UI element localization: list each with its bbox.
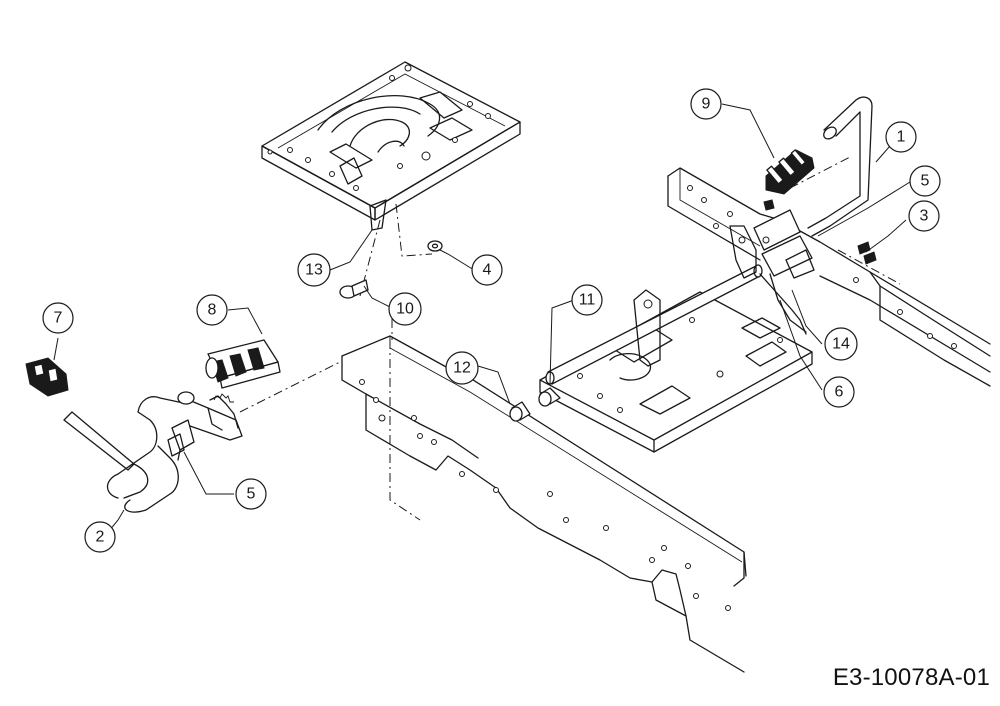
pedal-knob-part: [25, 357, 69, 397]
callout: 7: [42, 302, 74, 334]
callout: 8: [196, 294, 228, 326]
callout-label: 4: [483, 262, 492, 279]
drawing-code: E3-10078A-01: [832, 664, 990, 691]
seat-plate: [261, 61, 521, 231]
callout: 14: [824, 327, 858, 361]
callout-label: 11: [579, 292, 596, 309]
callout: 5: [909, 165, 941, 197]
handle-grip-part: [765, 149, 815, 195]
callout-label: 5: [921, 173, 930, 190]
callout: 6: [823, 376, 855, 408]
left-frame-rail: [341, 335, 747, 673]
callout: 3: [908, 200, 940, 232]
lift-handle-part: [807, 96, 873, 237]
pedal-pad-part: [205, 339, 281, 389]
callout: 2: [84, 521, 116, 553]
callout-label: 14: [832, 336, 850, 353]
callout-label: 9: [702, 96, 711, 113]
bushing-11: [538, 387, 561, 407]
callout-label: 13: [305, 262, 323, 279]
callout: 1: [885, 121, 917, 153]
spring-part: [759, 273, 807, 335]
bolt-part: [339, 279, 369, 299]
leader-lines: [53, 103, 911, 537]
callout: 13: [297, 253, 331, 287]
callout: 12: [445, 351, 479, 385]
bushing-12: [509, 401, 531, 422]
callout-label: 2: [96, 529, 105, 546]
callout: 9: [690, 88, 722, 120]
callout-label: 12: [453, 360, 471, 377]
axle-bar: [545, 264, 763, 385]
callout-label: 6: [835, 384, 844, 401]
center-plate: [539, 291, 813, 453]
callout: 5: [235, 478, 267, 510]
callout-label: 10: [396, 301, 414, 318]
callout-label: 8: [208, 302, 217, 319]
pedal-assembly-part: [63, 391, 243, 513]
screws-part: [857, 241, 877, 265]
callout: 10: [388, 292, 422, 326]
callout-label: 1: [897, 129, 906, 146]
callout: 4: [471, 254, 503, 286]
callout: 11: [571, 284, 603, 316]
callout-label: 5: [247, 486, 256, 503]
small-screw: [763, 199, 775, 211]
callout-label: 7: [54, 310, 63, 327]
callout-label: 3: [920, 208, 929, 225]
washer-part: [427, 240, 443, 252]
